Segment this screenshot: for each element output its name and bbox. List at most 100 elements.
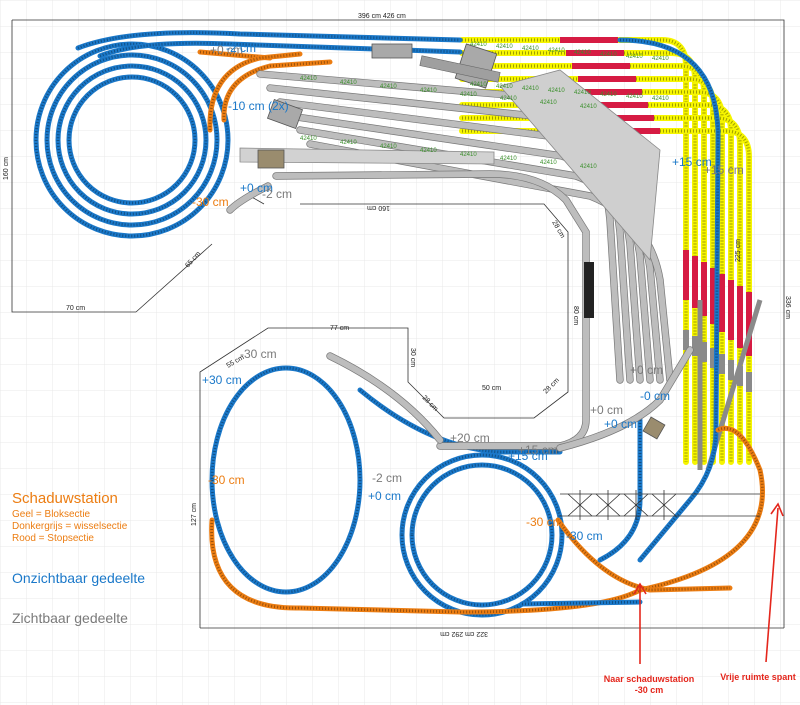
fan-code-label-b-6: 42410	[600, 92, 617, 98]
dim-77: 77 cm	[330, 325, 349, 332]
height-label-2: -2 cm	[262, 187, 292, 201]
lower-oval-outer-sleepers	[210, 366, 362, 594]
height-label-4: +0 cm	[210, 43, 243, 57]
track-code-label-16: 42410	[580, 164, 597, 170]
lower-helix-loop-1-sleepers	[400, 453, 564, 617]
legend-shadow-red: Rood = Stopsectie	[12, 533, 94, 544]
fan-code-label-b-3: 42410	[522, 86, 539, 92]
height-label-3: -10 cm (2x)	[228, 99, 289, 113]
platform-front	[239, 147, 495, 165]
fan-code-label-2: 42410	[496, 44, 513, 50]
track-code-label-11: 42410	[380, 144, 397, 150]
truss-node-4	[651, 490, 677, 520]
helix-top-loop-4-sleepers	[67, 75, 197, 205]
orange-link-left-2-sleepers	[222, 60, 331, 121]
fan-code-label-5: 42410	[574, 50, 591, 56]
visible-left-spur	[227, 183, 271, 213]
track-code-label-1: 42410	[300, 76, 317, 82]
fan-code-label-8: 42410	[652, 56, 669, 62]
helix-top-loop-1	[33, 41, 231, 239]
helix-top-loop-1-sleepers	[34, 42, 230, 238]
dim-50: 50 cm	[482, 385, 501, 392]
fan-code-label-4: 42410	[548, 48, 565, 54]
track-code-label-12: 42410	[420, 148, 437, 154]
track-code-label-6: 42410	[500, 96, 517, 102]
dim-left-height: 160 cm	[3, 157, 10, 180]
lower-helix-loop-2-sleepers	[410, 463, 554, 607]
turntable-hut	[642, 416, 666, 440]
small-building	[266, 98, 304, 130]
height-label-15: +20 cm	[450, 431, 490, 445]
shadow-track-8-sleepers	[462, 129, 751, 462]
dim-80: 80 cm	[572, 306, 579, 325]
dim-right-height: 336 cm	[784, 296, 791, 319]
orange-link-left-2	[221, 59, 333, 123]
helix-top-loop-3	[55, 63, 209, 217]
height-label-8: +0 cm	[630, 363, 663, 377]
fan-code-label-1: 42410	[470, 42, 487, 48]
track-code-label-3: 42410	[380, 84, 397, 90]
lower-helix-loop-2	[409, 462, 555, 608]
hidden-top-link-1	[75, 30, 463, 51]
height-label-17: +15 cm	[508, 449, 548, 463]
platform-wedge	[499, 69, 661, 261]
roof-truss	[560, 490, 784, 664]
legend-shadow-yellow: Geel = Bloksectie	[12, 509, 91, 520]
fan-code-label-b-1: 42410	[470, 82, 487, 88]
height-label-12: +30 cm	[202, 373, 242, 387]
shadow-track-8	[459, 128, 752, 465]
fan-code-label-3: 42410	[522, 46, 539, 52]
callout-arrowhead-naar	[633, 582, 647, 595]
hidden-right-sweep	[617, 37, 721, 563]
height-label-16: +15 cm	[518, 443, 558, 457]
track-code-label-4: 42410	[420, 88, 437, 94]
dim-top-width: 396 cm 426 cm	[358, 13, 406, 20]
height-label-21: -30 cm	[566, 529, 603, 543]
fan-code-label-b-7: 42410	[626, 94, 643, 100]
fan-code-label-b-2: 42410	[496, 84, 513, 90]
callout-vrije-ruimte: Vrije ruimte spant	[720, 672, 796, 682]
height-label-1: +0 cm	[240, 181, 273, 195]
truss-node-3	[623, 490, 649, 520]
track-code-label-15: 42410	[540, 160, 557, 166]
hidden-bottom-spur	[519, 599, 643, 607]
track-code-label-14: 42410	[500, 156, 517, 162]
hidden-top-link-2	[97, 40, 463, 59]
fan-code-label-b-8: 42410	[652, 96, 669, 102]
baseboard-outline	[11, 19, 785, 629]
legend-shadow-grey: Donkergrijs = wisselsectie	[12, 521, 128, 532]
track-code-label-2: 42410	[340, 80, 357, 86]
legend-hidden: Onzichtbaar gedeelte	[12, 570, 146, 586]
truss-node-2	[595, 490, 621, 520]
height-label-22: -30 cm	[192, 195, 229, 209]
track-code-label-13: 42410	[460, 152, 477, 158]
helix-top-loop-4	[66, 74, 198, 206]
height-label-6: +15 cm	[672, 155, 712, 169]
truss-chords	[560, 493, 760, 517]
hidden-right-down	[597, 417, 643, 563]
dim-70: 70 cm	[66, 305, 85, 312]
dim-160: 160 cm	[367, 204, 390, 211]
orange-link-left-sleepers	[208, 52, 301, 131]
legend-shadow-title: Schaduwstation	[12, 490, 118, 507]
shadow-track-7-sleepers	[462, 116, 742, 462]
height-label-5: -2 cm	[226, 41, 256, 55]
platform-shelter	[257, 149, 285, 169]
callout-arrow-vrije	[765, 507, 779, 663]
lower-helix-loop-1	[399, 452, 565, 618]
track-code-label-8: 42410	[580, 104, 597, 110]
height-label-20: -30 cm	[526, 515, 563, 529]
dim-30: 30 cm	[409, 348, 416, 367]
helix-top-loop-2	[44, 52, 220, 228]
callout-arrowhead-vrije	[770, 502, 784, 517]
legend-shadow: Schaduwstation Geel = Bloksectie Donkerg…	[12, 490, 127, 545]
fan-code-label-6: 42410	[600, 52, 617, 58]
callout-naar-schaduwstation: Naar schaduwstation -30 cm	[603, 674, 695, 695]
orange-lower-spur-sleepers	[556, 519, 731, 592]
visible-right-ramp	[557, 347, 693, 451]
visible-lower-ramp	[327, 353, 443, 443]
height-label-13: -30 cm	[240, 347, 277, 361]
depot-building	[371, 43, 413, 59]
track-code-label-10: 42410	[340, 140, 357, 146]
